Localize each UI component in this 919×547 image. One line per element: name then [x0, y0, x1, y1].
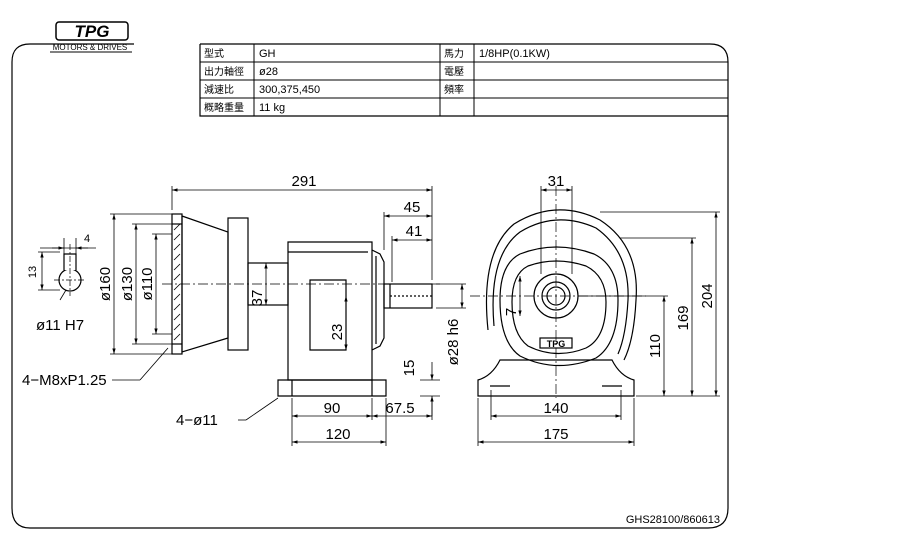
- spec-label-frequency: 頻率: [444, 83, 464, 96]
- spec-label-power: 馬力: [444, 47, 464, 60]
- side-view: [162, 213, 440, 397]
- dim-overall-length: 291: [291, 173, 316, 190]
- dim-height-110: 110: [647, 334, 664, 358]
- dim-height-37: 37: [249, 290, 266, 307]
- dim-top-31: 31: [548, 173, 565, 190]
- spec-label-ratio: 減速比: [204, 83, 234, 96]
- spec-value-shaft: ø28: [259, 66, 278, 78]
- spec-label-shaft: 出力軸徑: [204, 65, 244, 78]
- front-view: TPG: [470, 186, 646, 398]
- label-flange-holes: 4−M8xP1.25: [22, 372, 107, 389]
- side-view-dimensions: [38, 186, 466, 446]
- spec-label-model: 型式: [204, 47, 224, 60]
- label-base-holes: 4−ø11: [176, 412, 218, 429]
- logo-subtitle: MOTORS & DRIVES: [53, 43, 128, 52]
- dim-height-15: 15: [401, 360, 418, 377]
- dim-bore-11: ø11 H7: [36, 317, 84, 334]
- spec-value-model: GH: [259, 48, 276, 60]
- dim-width-140: 140: [543, 400, 568, 417]
- dim-dia-160: ø160: [97, 267, 114, 301]
- dim-width-175: 175: [543, 426, 568, 443]
- dim-height-204: 204: [699, 283, 716, 308]
- dim-keyway-13: 13: [27, 266, 39, 278]
- keyway-bore-detail: [54, 244, 86, 301]
- dim-base-67-5: 67.5: [385, 400, 414, 417]
- spec-value-weight: 11 kg: [259, 102, 285, 114]
- spec-label-weight: 概略重量: [204, 101, 244, 114]
- dim-shaft-45: 45: [404, 199, 421, 216]
- company-logo: TPG MOTORS & DRIVES: [50, 21, 132, 53]
- spec-table: 型式 GH 馬力 1/8HP(0.1KW) 出力軸徑 ø28 電壓 減速比 30…: [199, 44, 728, 117]
- spec-value-ratio: 300,375,450: [259, 84, 320, 96]
- dim-dia-130: ø130: [119, 267, 136, 301]
- dim-height-23: 23: [329, 324, 346, 341]
- spec-label-voltage: 電壓: [444, 66, 464, 78]
- spec-value-power: 1/8HP(0.1KW): [479, 48, 550, 60]
- front-view-dimensions: [477, 186, 720, 446]
- dim-base-90: 90: [324, 400, 341, 417]
- drawing-number: GHS28100/860613: [626, 514, 720, 526]
- dim-shaft-41: 41: [406, 223, 423, 240]
- dim-height-169: 169: [675, 305, 692, 330]
- logo-mark: TPG: [75, 22, 110, 41]
- dim-key-7: 7: [503, 308, 520, 316]
- drawing-border: [11, 43, 729, 529]
- dim-base-120: 120: [325, 426, 350, 443]
- dim-dia-110: ø110: [139, 267, 156, 300]
- dim-shaft-diameter: ø28 h6: [445, 319, 462, 366]
- dim-keyway-4: 4: [84, 233, 90, 245]
